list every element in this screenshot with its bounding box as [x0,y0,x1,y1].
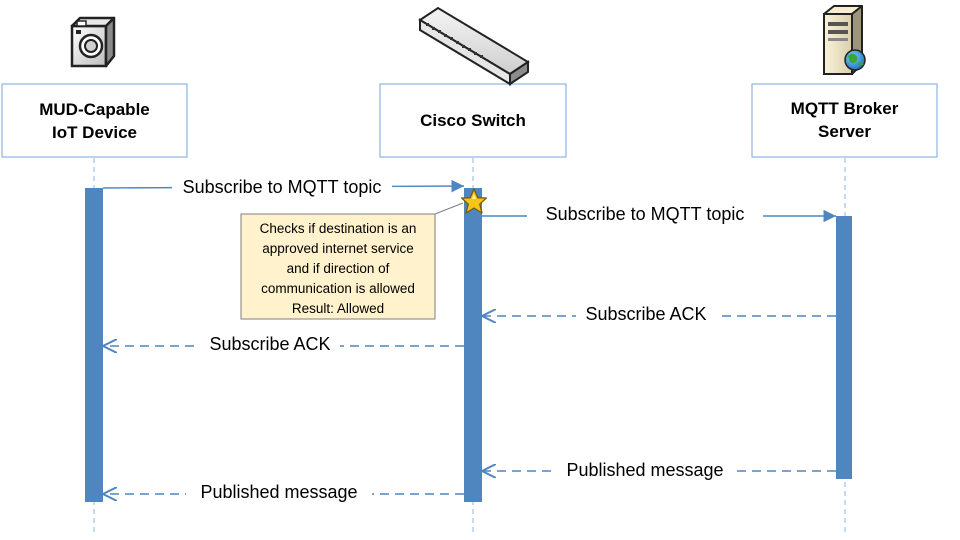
participant-mqtt-broker: MQTT Broker Server [751,83,938,158]
star-icon [460,188,488,214]
activation-mqtt-broker [836,216,852,479]
participant-mqtt-broker-label-line-2: Server [818,122,871,141]
note-line-2: approved internet service [262,241,414,256]
policy-check-note: Checks if destination is an approved int… [240,213,436,320]
activation-cisco-switch [464,188,482,502]
participant-iot-device: MUD-Capable IoT Device [1,83,188,158]
message-subscribe-iot-to-switch-label: Subscribe to MQTT topic [183,177,382,197]
participant-mqtt-broker-label-line-1: MQTT Broker [791,99,899,118]
message-subscribe-iot-to-switch: Subscribe to MQTT topic [102,176,465,198]
participant-iot-device-label-line-2: IoT Device [52,123,137,142]
message-ack-broker-to-switch-label: Subscribe ACK [585,304,706,324]
note-line-5: Result: Allowed [292,301,384,316]
message-published-broker-to-switch: Published message [482,458,836,480]
activation-iot-device [85,188,103,502]
message-ack-switch-to-iot-label: Subscribe ACK [209,334,330,354]
note-connector [434,202,464,215]
message-subscribe-switch-to-broker: Subscribe to MQTT topic [482,203,836,225]
note-line-4: communication is allowed [261,281,415,296]
participant-cisco-switch-label: Cisco Switch [420,111,526,130]
note-line-1: Checks if destination is an [260,221,417,236]
message-published-switch-to-iot-label: Published message [200,482,357,502]
server-globe-icon [823,5,866,75]
camera-icon [70,16,116,68]
note-line-3: and if direction of [287,261,390,276]
message-ack-switch-to-iot: Subscribe ACK [103,333,464,355]
participant-iot-device-label-line-1: MUD-Capable [39,100,150,119]
message-published-switch-to-iot: Published message [103,481,464,503]
network-switch-icon [418,6,530,86]
message-subscribe-switch-to-broker-label: Subscribe to MQTT topic [546,204,745,224]
message-published-broker-to-switch-label: Published message [566,460,723,480]
participant-cisco-switch: Cisco Switch [379,83,567,158]
message-ack-broker-to-switch: Subscribe ACK [482,303,836,325]
